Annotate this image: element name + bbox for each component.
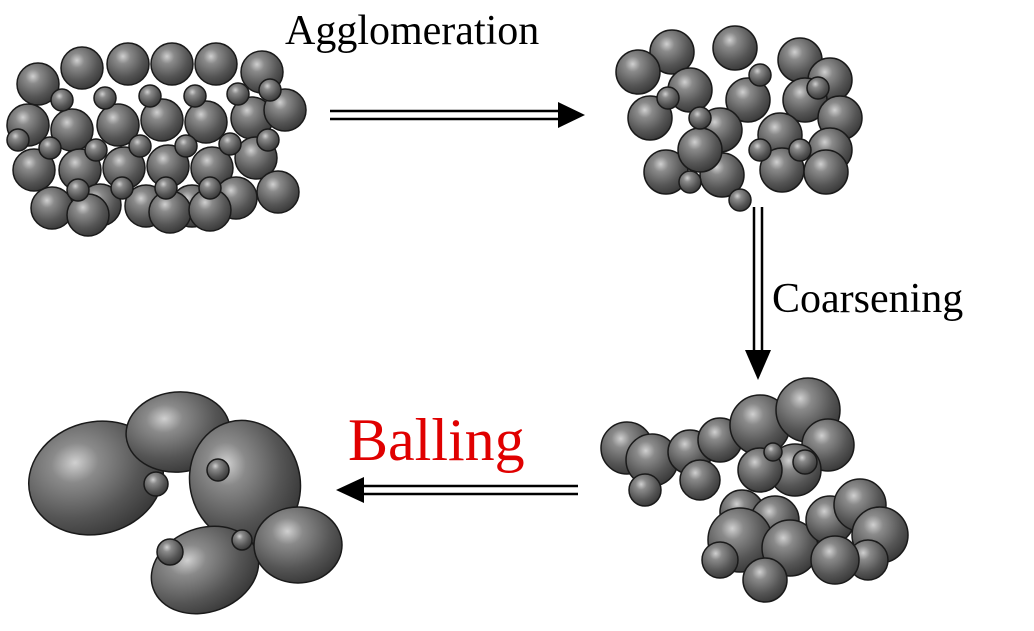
particle <box>150 42 194 86</box>
particle <box>206 458 230 482</box>
particle <box>6 128 30 152</box>
agglomeration-label: Agglomeration <box>285 8 539 54</box>
particle <box>154 176 178 200</box>
particle <box>183 84 207 108</box>
particle <box>194 42 238 86</box>
particle <box>140 98 184 142</box>
particle <box>156 538 184 566</box>
particle <box>93 86 117 110</box>
particle <box>30 186 74 230</box>
particle <box>677 127 723 173</box>
particle <box>792 449 818 475</box>
particle <box>748 63 772 87</box>
particle <box>806 76 830 100</box>
particle <box>656 86 680 110</box>
particle <box>253 506 343 584</box>
coarsening-label: Coarsening <box>772 276 963 322</box>
particle <box>16 62 60 106</box>
particle <box>728 188 752 212</box>
particle <box>50 88 74 112</box>
coarsening-arrow <box>745 207 771 380</box>
particle <box>810 535 860 585</box>
particle <box>678 170 702 194</box>
particle <box>615 49 661 95</box>
particle <box>60 46 104 90</box>
particle <box>110 176 134 200</box>
particle <box>138 84 162 108</box>
particle <box>763 442 783 462</box>
initial-particles-cluster <box>6 42 307 237</box>
particle <box>12 148 56 192</box>
balling-arrow <box>336 477 578 503</box>
particle <box>712 25 758 71</box>
particle <box>38 136 62 160</box>
particle <box>106 42 150 86</box>
particle <box>649 29 695 75</box>
balling-label: Balling <box>348 407 525 473</box>
particle <box>628 473 662 507</box>
particle <box>218 132 242 156</box>
agglomerated-particles-cluster <box>615 25 863 212</box>
particle <box>226 82 250 106</box>
balled-particles-cluster <box>27 391 343 615</box>
particle <box>788 138 812 162</box>
particle <box>96 103 140 147</box>
particle <box>143 471 169 497</box>
particle <box>725 77 771 123</box>
particle <box>803 149 849 195</box>
particle <box>198 176 222 200</box>
particle <box>742 557 788 603</box>
particle <box>256 128 280 152</box>
particle <box>701 541 739 579</box>
agglomeration-arrow <box>330 102 585 128</box>
particle <box>128 134 152 158</box>
particle <box>258 78 282 102</box>
particle <box>679 459 721 501</box>
particle <box>231 529 253 551</box>
particle <box>688 106 712 130</box>
particle <box>66 178 90 202</box>
coarsened-particles-cluster <box>600 377 909 603</box>
particle <box>256 170 300 214</box>
particle <box>184 100 228 144</box>
particle <box>84 138 108 162</box>
particle <box>748 138 772 162</box>
particle <box>174 134 198 158</box>
